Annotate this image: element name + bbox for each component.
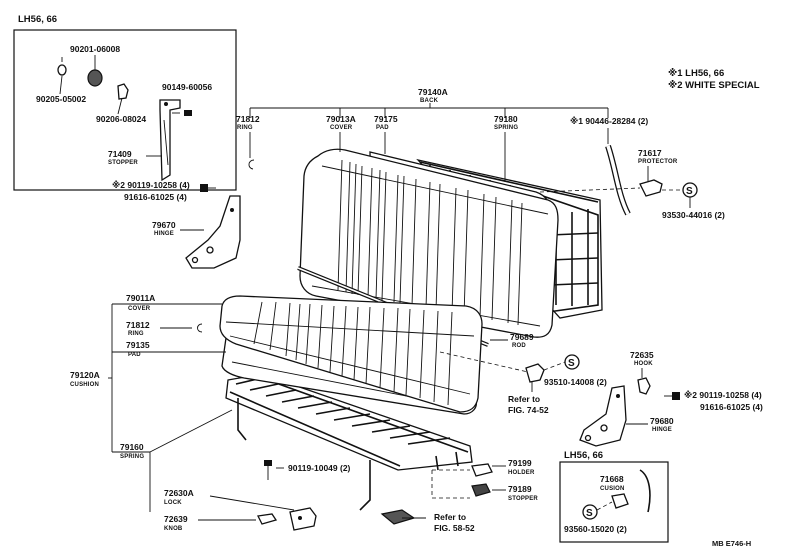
part-71617-name: PROTECTOR xyxy=(638,159,678,165)
inset-box-bottom: LH56, 66 S 71668 CUSION 93560-15020 (2) xyxy=(559,450,669,543)
lock-icon xyxy=(289,507,317,531)
part-79199-name: HOLDER xyxy=(508,470,535,476)
clip-nut-icon xyxy=(117,83,129,100)
inset-bottom-title: LH56, 66 xyxy=(564,450,603,461)
part-71409-name: STOPPER xyxy=(108,160,138,166)
stopper-icon xyxy=(471,483,491,497)
part-90119c-number: 90119-10049 (2) xyxy=(288,463,351,473)
part-79013-name: COVER xyxy=(330,125,353,131)
footer-code: MB E746-H xyxy=(712,539,751,548)
refer-74-line2: FIG. 74-52 xyxy=(508,405,549,415)
part-93560-number: 93560-15020 (2) xyxy=(564,524,627,534)
part-90201-number: 90201-06008 xyxy=(70,44,120,54)
stopper-bracket-icon xyxy=(159,99,181,182)
hook-icon xyxy=(637,377,651,395)
part-79180-number: 79180 xyxy=(494,114,518,124)
clip-icon xyxy=(525,363,545,383)
inset-box-top: LH56, 66 90201-06008 90205-05002 90206-0… xyxy=(13,14,237,191)
part-72630-name: LOCK xyxy=(164,500,182,506)
screw-s-icon: S xyxy=(682,182,698,198)
part-79189-name: STOPPER xyxy=(508,496,538,502)
part-90119b-number: ※2 90119-10258 (4) xyxy=(684,390,762,400)
washer-icon xyxy=(87,69,103,87)
part-79689-name: ROD xyxy=(512,343,526,349)
part-79140-name: BACK xyxy=(420,98,439,104)
screw-s2-icon: S xyxy=(564,354,580,370)
bolt-icon xyxy=(172,110,192,116)
svg-text:S: S xyxy=(686,186,693,197)
cushion-cover xyxy=(219,295,483,413)
part-79670-name: HINGE xyxy=(154,231,174,237)
part-71668-name: CUSION xyxy=(600,486,625,492)
part-79140-number: 79140A xyxy=(418,87,448,97)
part-79160-name: SPRING xyxy=(120,454,144,460)
note-1: ※1 LH56, 66 xyxy=(668,68,724,79)
part-79175-name: PAD xyxy=(376,125,389,131)
part-79189-number: 79189 xyxy=(508,484,532,494)
part-72639-name: KNOB xyxy=(164,526,183,532)
part-79180-name: SPRING xyxy=(494,125,518,131)
note-2: ※2 WHITE SPECIAL xyxy=(668,80,760,91)
part-79135-name: PAD xyxy=(128,352,141,358)
refer-58-line1: Refer to xyxy=(434,512,466,522)
part-90205-number: 90205-05002 xyxy=(36,94,86,104)
latch-plate-icon xyxy=(380,509,416,525)
washer-small-icon xyxy=(57,64,67,76)
part-79680-number: 79680 xyxy=(650,416,674,426)
back-callout-bracket xyxy=(249,103,609,118)
hinge-bolt-icon xyxy=(200,184,216,192)
part-79160-number: 79160 xyxy=(120,442,144,452)
part-72635-number: 72635 xyxy=(630,350,654,360)
svg-text:S: S xyxy=(568,358,575,369)
hinge-bolt-right-icon xyxy=(664,392,680,400)
part-90149-number: 90149-60056 xyxy=(162,82,212,92)
part-79135-number: 79135 xyxy=(126,340,150,350)
part-79011-name: COVER xyxy=(128,306,151,312)
part-79689-number: 79689 xyxy=(510,332,534,342)
knob-icon xyxy=(257,513,278,525)
part-79011-number: 79011A xyxy=(126,293,155,303)
part-79013-number: 79013A xyxy=(326,114,356,124)
part-91616b-number: 91616-61025 (4) xyxy=(700,402,763,412)
part-79670-number: 79670 xyxy=(152,220,176,230)
part-71409-number: 71409 xyxy=(108,149,132,159)
part-90119a-number: ※2 90119-10258 (4) xyxy=(112,180,190,190)
holder-icon xyxy=(471,463,493,477)
part-79680-name: HINGE xyxy=(652,427,672,433)
screw-s3-icon: S xyxy=(582,504,598,520)
seatback-cover xyxy=(299,148,559,338)
refer-58-line2: FIG. 58-52 xyxy=(434,523,475,533)
bolt-lower-icon xyxy=(264,460,272,480)
cushion-spring-frame xyxy=(225,373,473,511)
part-71812b-number: 71812 xyxy=(126,320,150,330)
part-71812a-number: 71812 xyxy=(236,114,260,124)
part-71617-number: 71617 xyxy=(638,148,662,158)
part-90446-number: ※1 90446-28284 (2) xyxy=(570,116,648,126)
ring-icon xyxy=(248,159,255,170)
part-79120-number: 79120A xyxy=(70,370,100,380)
part-79175-number: 79175 xyxy=(374,114,398,124)
hinge-left-icon xyxy=(185,195,241,269)
hinge-right-icon xyxy=(579,385,627,447)
ring-b-icon xyxy=(197,323,203,333)
part-71668-number: 71668 xyxy=(600,474,624,484)
part-91616a-number: 91616-61025 (4) xyxy=(124,192,187,202)
refer-74-line1: Refer to xyxy=(508,394,540,404)
part-71812a-name: RING xyxy=(237,125,253,131)
part-93530-number: 93530-44016 (2) xyxy=(662,210,725,220)
protector-clip-icon xyxy=(639,179,663,197)
part-72635-name: HOOK xyxy=(634,361,653,367)
part-72639-number: 72639 xyxy=(164,514,188,524)
inset-top-title: LH56, 66 xyxy=(18,14,57,25)
svg-text:S: S xyxy=(586,508,593,519)
part-71812b-name: RING xyxy=(128,331,144,337)
part-79120-name: CUSHION xyxy=(70,382,99,388)
part-90206-number: 90206-08024 xyxy=(96,114,146,124)
part-79199-number: 79199 xyxy=(508,458,532,468)
cushion-callout-bracket xyxy=(108,303,233,512)
part-93510-number: 93510-14008 (2) xyxy=(544,377,607,387)
part-72630-number: 72630A xyxy=(164,488,194,498)
